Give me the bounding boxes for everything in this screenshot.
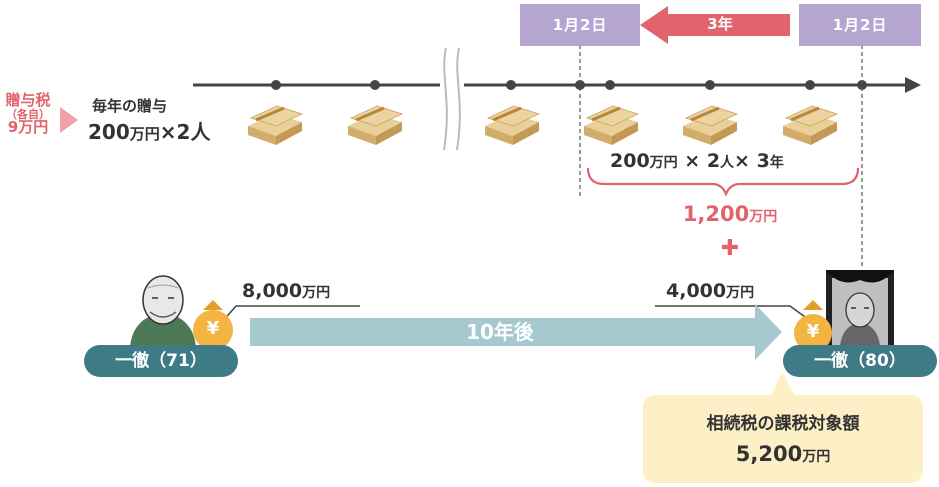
timeline-dot bbox=[271, 80, 281, 90]
timeline-dots bbox=[271, 80, 867, 90]
calc-years: × 3 bbox=[734, 150, 770, 172]
estate-now-number: 8,000 bbox=[242, 280, 303, 302]
estate-later: 4,000万円 bbox=[666, 280, 754, 302]
date-box-right: 1月2日 bbox=[799, 4, 921, 46]
calc-amount-unit: 万円 bbox=[649, 155, 678, 171]
result-callout-tail bbox=[770, 372, 796, 398]
timeline-dot bbox=[705, 80, 715, 90]
calc-amount: 200 bbox=[610, 150, 650, 172]
timeline-dot bbox=[370, 80, 380, 90]
timeline-break-mark bbox=[456, 47, 461, 151]
timeline-arrowhead bbox=[905, 77, 921, 93]
estate-later-unit: 万円 bbox=[726, 285, 755, 301]
memorial-portrait-icon bbox=[826, 270, 894, 350]
money-bag-icon bbox=[794, 300, 832, 352]
total-gift-unit: 万円 bbox=[749, 209, 778, 225]
total-gift-number: 1,200 bbox=[682, 202, 750, 226]
estate-later-number: 4,000 bbox=[666, 280, 727, 302]
total-gift-amount: 1,200万円 bbox=[660, 202, 800, 226]
result-amount: 5,200万円 bbox=[643, 442, 923, 466]
gift-calculation: 200万円 × 2人× 3年 bbox=[610, 150, 784, 172]
timeline-break-mark bbox=[443, 47, 448, 151]
money-bundle-icon bbox=[683, 105, 739, 145]
annual-gift-number: 200 bbox=[88, 120, 130, 144]
plus-icon: ✚ bbox=[720, 236, 740, 261]
ten-years-label: 10年後 bbox=[466, 320, 534, 344]
person-now-pill: 一徹（71） bbox=[84, 345, 238, 377]
gift-tax-title: 贈与税 bbox=[5, 91, 51, 109]
money-bundle-icon bbox=[584, 105, 640, 145]
result-number: 5,200 bbox=[735, 442, 803, 466]
elderly-man-icon bbox=[130, 275, 196, 348]
yen-icon: ¥ bbox=[806, 321, 820, 342]
calc-years-unit: 年 bbox=[769, 155, 784, 171]
calc-people-unit: 人 bbox=[720, 155, 735, 171]
gift-tax-note: （各自） bbox=[6, 107, 50, 121]
gift-tax-label: 贈与税 （各自） 9万円 bbox=[0, 91, 56, 137]
money-bundle-icon bbox=[248, 105, 304, 145]
timeline-dot bbox=[605, 80, 615, 90]
ten-years-arrow bbox=[250, 304, 782, 360]
timeline-dot bbox=[857, 80, 867, 90]
years-back-arrow bbox=[640, 6, 790, 44]
years-back-label: 3年 bbox=[707, 15, 733, 33]
annual-gift-rest: ×2人 bbox=[159, 120, 211, 144]
date-box-left: 1月2日 bbox=[520, 4, 640, 46]
timeline-dot bbox=[805, 80, 815, 90]
money-bundle-icon bbox=[485, 105, 541, 145]
result-unit: 万円 bbox=[802, 449, 831, 465]
result-title: 相続税の課税対象額 bbox=[706, 414, 860, 434]
result-box: 相続税の課税対象額 5,200万円 bbox=[643, 395, 923, 483]
money-bundles bbox=[248, 105, 839, 145]
annual-gift-unit: 万円 bbox=[129, 125, 160, 143]
annual-gift-amount: 200万円×2人 bbox=[88, 116, 210, 145]
calc-people: × 2 bbox=[677, 150, 721, 172]
timeline-dot bbox=[506, 80, 516, 90]
yen-icon: ¥ bbox=[206, 318, 220, 339]
gift-tax-arrow bbox=[60, 107, 78, 133]
person-later-pill: 一徹（80） bbox=[783, 345, 937, 377]
money-bag-icon bbox=[193, 300, 233, 350]
annual-gift-title: 毎年の贈与 bbox=[92, 97, 168, 115]
estate-now-unit: 万円 bbox=[302, 285, 331, 301]
money-bundle-icon bbox=[348, 105, 404, 145]
money-bundle-icon bbox=[783, 105, 839, 145]
sum-bracket bbox=[586, 167, 860, 197]
estate-now: 8,000万円 bbox=[242, 280, 330, 302]
gift-tax-amount: 9万円 bbox=[7, 118, 49, 137]
timeline-dot bbox=[575, 80, 585, 90]
